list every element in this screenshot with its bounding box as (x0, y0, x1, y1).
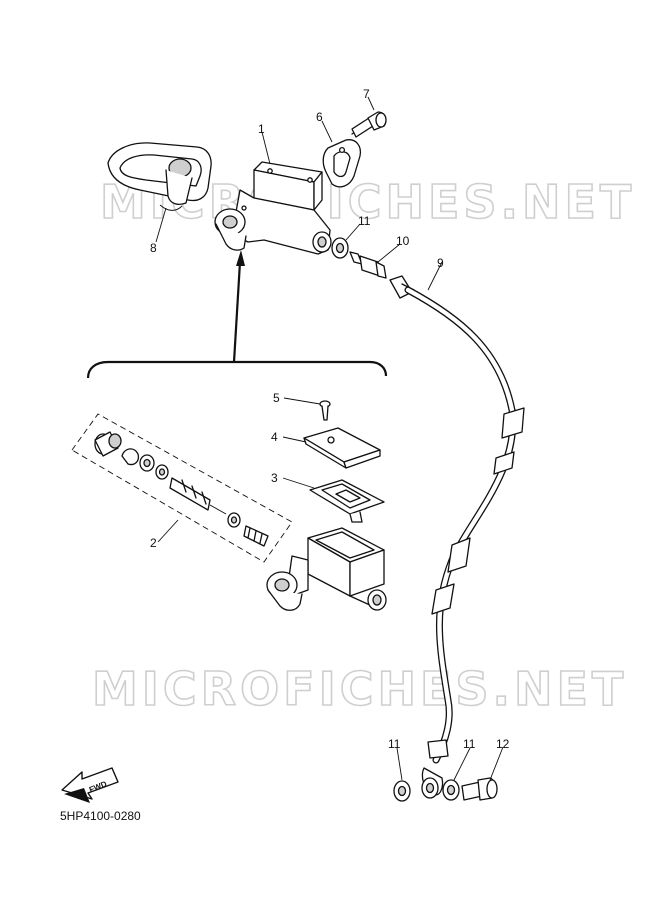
part-7-bolt[interactable] (351, 111, 387, 138)
part-1-master-cylinder[interactable] (214, 161, 332, 255)
callout-5: 5 (273, 391, 280, 405)
callout-3: 3 (271, 471, 278, 485)
part-12-union-bolt[interactable] (461, 777, 498, 801)
detail-bracket (86, 250, 388, 379)
callout-4: 4 (271, 430, 278, 444)
part-3-diaphragm[interactable] (309, 479, 385, 523)
callout-9: 9 (437, 256, 444, 270)
callout-12: 12 (496, 737, 510, 751)
master-cylinder-body-detail[interactable] (266, 527, 387, 611)
callout-11-bottom-left: 11 (388, 737, 401, 751)
part-9-brake-hose[interactable] (389, 275, 525, 799)
callout-11-top: 11 (358, 214, 371, 228)
part-2-piston-kit[interactable] (71, 413, 293, 563)
leader-lines (155, 96, 504, 781)
callout-1: 1 (258, 122, 265, 136)
part-6-holder[interactable] (322, 139, 362, 188)
callout-8: 8 (150, 241, 157, 255)
callout-6: 6 (316, 110, 323, 124)
diagram-code: 5HP4100-0280 (60, 809, 141, 823)
callout-2: 2 (150, 536, 157, 550)
part-8-lever-cover[interactable] (107, 142, 212, 211)
part-11-washer-bottom-left[interactable] (393, 780, 411, 802)
part-11-washer-top[interactable] (331, 237, 349, 259)
part-5-screw[interactable] (319, 400, 331, 421)
part-10-union-bolt[interactable] (349, 251, 387, 279)
callout-7: 7 (363, 87, 370, 101)
watermark-bottom: MICROFICHES.NET (92, 662, 627, 716)
part-4-reservoir-cap[interactable] (303, 427, 381, 469)
fwd-arrow-icon: FWD (61, 767, 119, 803)
callout-10: 10 (396, 234, 410, 248)
part-11-washer-bottom-right[interactable] (442, 779, 460, 801)
callout-11-bottom-right: 11 (463, 737, 476, 751)
